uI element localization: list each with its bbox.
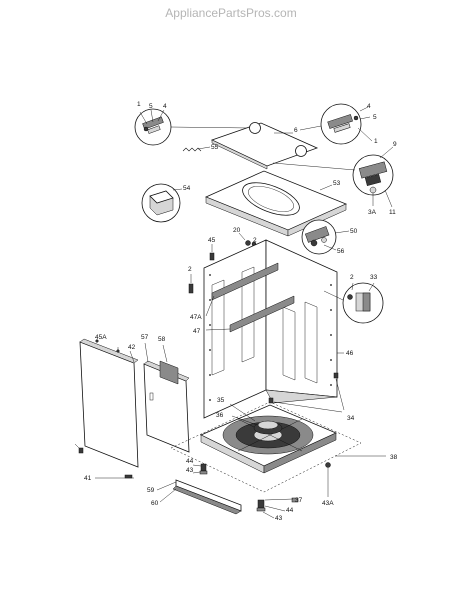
callout-53: 53 xyxy=(333,180,341,187)
callout-41: 41 xyxy=(84,475,92,482)
callout-3A: 3A xyxy=(368,209,377,216)
pad-58 xyxy=(159,344,179,385)
callout-43A: 43A xyxy=(322,500,334,507)
leveling-leg-front xyxy=(256,497,299,519)
screw-45 xyxy=(209,244,215,261)
callout-2-right: 2 xyxy=(350,274,354,281)
detail-circle-50 xyxy=(301,219,350,255)
callout-5-top-left: 5 xyxy=(149,103,153,110)
callout-4-top-left: 4 xyxy=(163,103,167,110)
screws-41 xyxy=(74,443,134,479)
callout-57: 57 xyxy=(141,334,149,341)
callout-56: 56 xyxy=(337,248,345,255)
callout-1-top-left: 1 xyxy=(137,101,141,108)
callout-50: 50 xyxy=(350,228,358,235)
washer-lid xyxy=(210,122,319,170)
front-bracket xyxy=(156,479,242,515)
callout-35: 35 xyxy=(217,397,225,404)
leveling-leg-rear xyxy=(325,462,331,497)
site-watermark: AppliancePartsPros.com xyxy=(165,6,296,20)
callout-46: 46 xyxy=(346,350,354,357)
detail-circle-54 xyxy=(141,183,183,223)
callout-47: 47 xyxy=(193,328,201,335)
callout-58: 58 xyxy=(158,336,166,343)
callout-11: 11 xyxy=(389,209,396,216)
front-panel xyxy=(79,338,139,468)
callout-5-top-right: 5 xyxy=(373,114,377,121)
callout-20: 20 xyxy=(233,227,241,234)
callout-34: 34 xyxy=(347,415,355,422)
detail-circle-lid-switch xyxy=(272,146,394,208)
washer-base xyxy=(170,401,386,493)
callout-60: 60 xyxy=(151,500,159,507)
washer-cabinet xyxy=(203,239,344,419)
callout-54: 54 xyxy=(183,185,191,192)
callout-59: 59 xyxy=(147,487,155,494)
callout-44-left: 44 xyxy=(186,458,194,465)
callout-36: 36 xyxy=(216,412,224,419)
lid-spring xyxy=(182,146,211,152)
callout-2-top: 2 xyxy=(253,237,257,244)
callout-55: 55 xyxy=(211,144,219,151)
detail-circle-top-right xyxy=(299,103,373,145)
feet-34 xyxy=(268,372,345,413)
callout-1-top-right: 1 xyxy=(374,138,378,145)
detail-circle-33 xyxy=(323,282,384,324)
callout-45: 45 xyxy=(208,237,216,244)
callout-38: 38 xyxy=(390,454,398,461)
screw-2-left xyxy=(188,274,194,294)
callout-6: 6 xyxy=(294,127,298,134)
callout-9: 9 xyxy=(393,141,397,148)
callout-33: 33 xyxy=(370,274,378,281)
detail-circle-top-left xyxy=(134,108,251,146)
callout-44-front: 44 xyxy=(286,507,294,514)
callout-47A: 47A xyxy=(190,314,202,321)
callout-2-left: 2 xyxy=(188,266,192,273)
callout-43-left: 43 xyxy=(186,467,194,474)
callout-37: 37 xyxy=(295,497,303,504)
gearcase-seal xyxy=(229,403,283,435)
callout-4-top-right: 4 xyxy=(367,103,371,110)
callout-43-front: 43 xyxy=(275,515,283,522)
leveling-leg-left xyxy=(192,463,208,475)
callout-42: 42 xyxy=(128,344,136,351)
callout-45A: 45A xyxy=(95,334,107,341)
